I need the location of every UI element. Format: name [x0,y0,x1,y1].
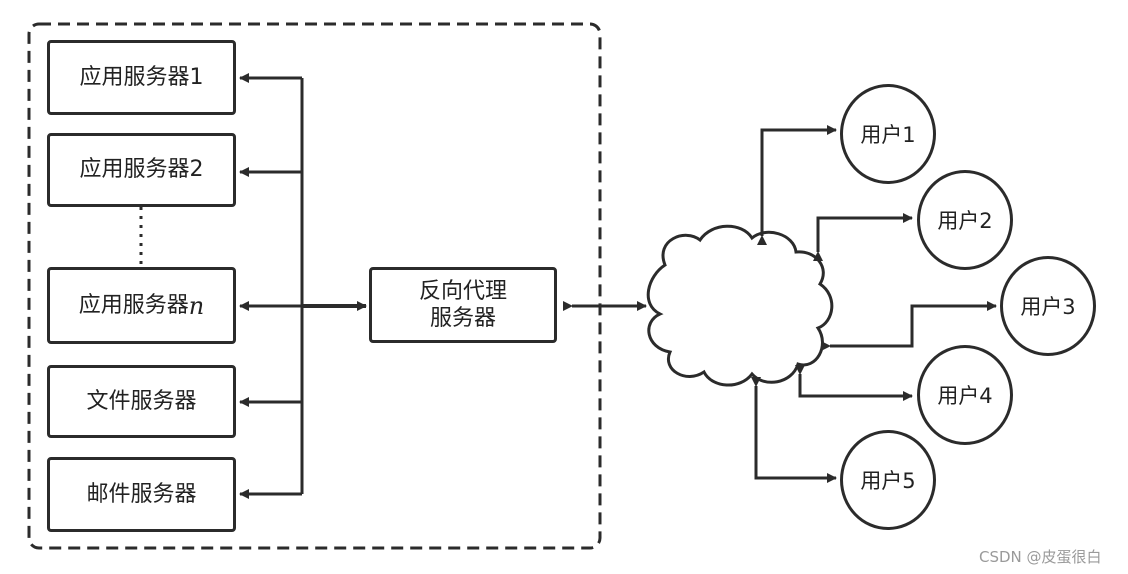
file-server-box: 文件服务器 [47,365,236,438]
mail-server-box: 邮件服务器 [47,457,236,532]
user-2-node: 用户2 [917,170,1013,270]
mail-server-label: 邮件服务器 [86,481,197,507]
server-cluster-boundary [27,22,602,550]
user-3-node: 用户3 [1000,256,1096,356]
arrow-cloud-user5 [751,377,837,483]
user-5-label: 用户5 [860,469,916,493]
user-5-node: 用户5 [840,430,936,530]
app-server-2-box: 应用服务器2 [47,133,236,207]
reverse-proxy-label-line2: 服务器 [429,306,496,331]
arrow-cloud-user1 [757,125,837,245]
watermark: CSDN @皮蛋很白 [979,548,1102,566]
arrow-cloud-user2 [813,213,913,261]
file-server-label: 文件服务器 [86,388,197,414]
reverse-proxy-label-line1: 反向代理 [418,278,507,304]
arrow-cloud-user3 [821,301,997,351]
user-4-label: 用户4 [937,384,993,408]
user-2-label: 用户2 [937,209,993,233]
app-server-1-box: 应用服务器1 [47,40,236,115]
user-4-node: 用户4 [917,345,1013,445]
reverse-proxy-box: 反向代理 服务器 [369,267,557,343]
app-server-1-label: 应用服务器1 [79,64,204,90]
user-1-node: 用户1 [840,84,936,184]
internet-cloud [646,224,834,387]
user-1-label: 用户1 [860,123,916,147]
arrow-cloud-user4 [795,365,913,401]
app-server-n-label: 应用服务器 [78,292,189,318]
user-3-label: 用户3 [1020,295,1076,319]
app-server-n-suffix: n [188,291,205,320]
app-server-2-label: 应用服务器2 [79,157,204,183]
